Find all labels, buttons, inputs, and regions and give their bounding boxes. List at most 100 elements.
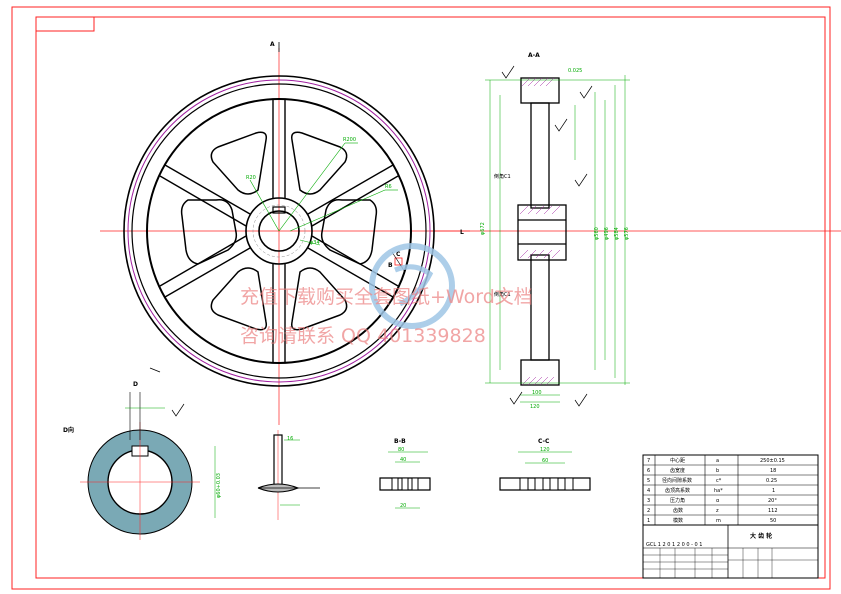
dim-tol-top: 0.025 — [568, 68, 582, 74]
hub-outer — [245, 197, 313, 265]
svg-text:7: 7 — [647, 458, 650, 464]
dim-hole-r: R20 — [246, 175, 256, 181]
svg-text:a: a — [716, 458, 719, 464]
outer-rim — [123, 75, 435, 387]
svg-text:1: 1 — [647, 518, 650, 524]
lightening-holes — [180, 131, 378, 331]
param-row-6: 6 齿宽度 b 18 — [647, 467, 776, 474]
bottom-arrow — [149, 367, 161, 373]
svg-text:0.25: 0.25 — [766, 478, 777, 484]
dim-od: φ672 — [480, 222, 486, 235]
svg-text:z: z — [716, 508, 719, 514]
param-table: 7 中心距 a 250±0.15 6 齿宽度 b 18 5 径向间隙系数 c* … — [642, 454, 819, 526]
spoke-section: 16 — [257, 430, 320, 520]
hub-bore — [258, 210, 300, 252]
param-row-2: 2 齿数 z 112 — [647, 507, 778, 514]
svg-text:ha*: ha* — [714, 488, 723, 494]
outer-border — [11, 6, 831, 590]
pitch-circle — [127, 79, 431, 383]
svg-text:5: 5 — [647, 478, 650, 484]
svg-text:18: 18 — [770, 468, 776, 474]
section-view-aa: A-A — [480, 52, 630, 410]
keyway — [272, 206, 286, 214]
dim-rim-r: R6 — [385, 184, 392, 190]
leaders — [249, 142, 398, 246]
dim-bb-1: 80 — [398, 447, 404, 453]
front-marker: A — [270, 41, 275, 48]
detail-d-label: D向 — [63, 426, 74, 434]
label-c: C — [396, 251, 401, 258]
svg-text:6: 6 — [647, 468, 650, 474]
param-row-3: 3 压力角 α 20° — [647, 497, 777, 504]
svg-text:m: m — [716, 518, 721, 524]
hub-chamfer — [252, 204, 306, 258]
svg-text:250±0.15: 250±0.15 — [760, 458, 785, 464]
svg-text:齿宽度: 齿宽度 — [670, 467, 685, 474]
param-row-4: 4 齿顶高系数 ha* 1 — [647, 487, 775, 494]
svg-text:中心距: 中心距 — [670, 457, 685, 464]
section-cc-label: C-C — [538, 438, 550, 445]
inner-border — [35, 16, 826, 579]
watermark-line2: 咨询请联系 QQ 401339828 — [240, 325, 486, 347]
rim-top — [520, 77, 560, 104]
section-bb-label: B-B — [394, 438, 406, 445]
rim-bottom — [520, 359, 560, 386]
dim-spoke-r: R200 — [343, 137, 356, 143]
svg-text:径向间隙系数: 径向间隙系数 — [662, 477, 692, 484]
dim-bb-3: 20 — [400, 503, 406, 509]
section-bb: B-B 80 40 20 — [379, 438, 431, 509]
d-arrow-label: D — [133, 381, 138, 388]
corner-box — [35, 16, 95, 32]
dim-hub-w: 120 — [530, 404, 540, 410]
svg-text:20°: 20° — [768, 498, 777, 504]
section-cc: C-C 120 60 — [499, 438, 591, 491]
label-l: L — [460, 229, 464, 236]
param-row-7: 7 中心距 a 250±0.15 — [647, 457, 785, 464]
watermark-line1: 充值下载购买全套图纸+Word文档 — [240, 286, 533, 308]
svg-text:2: 2 — [647, 508, 650, 514]
svg-text:50: 50 — [770, 518, 776, 524]
dim-cc-1: 120 — [540, 447, 550, 453]
watermark: 充值下载购买全套图纸+Word文档 咨询请联系 QQ 401339828 — [240, 243, 533, 347]
dim-spoke-t: 16 — [287, 436, 293, 442]
spokes — [159, 99, 399, 363]
svg-text:c*: c* — [716, 478, 722, 484]
dim-hd: φ584 — [614, 227, 620, 240]
svg-text:3: 3 — [647, 498, 650, 504]
title-block: 大 齿 轮 GCL 1 2 0 1 2 0 0 - 0 1 — [642, 524, 819, 579]
section-aa-label: A-A — [528, 52, 540, 59]
note-a: 倒角C1 — [494, 173, 511, 180]
detail-d-view: D向 φ60+0.03 D — [63, 381, 222, 540]
drawing-no: GCL 1 2 0 1 2 0 0 - 0 1 — [646, 542, 702, 548]
part-name: 大 齿 轮 — [750, 532, 772, 540]
dim-cc-2: 60 — [542, 458, 548, 464]
svg-text:齿顶高系数: 齿顶高系数 — [665, 487, 690, 494]
web-top — [530, 102, 550, 209]
svg-text:压力角: 压力角 — [670, 497, 685, 504]
svg-text:b: b — [716, 468, 719, 474]
note-b: 倒角C1 — [494, 291, 511, 298]
aa-dims — [485, 75, 630, 403]
dim-hub: φ34 — [310, 240, 320, 246]
param-row-1: 1 模数 m 50 — [647, 517, 776, 524]
label-b: B — [388, 262, 393, 269]
svg-text:模数: 模数 — [673, 517, 683, 524]
svg-text:1: 1 — [772, 488, 775, 494]
watermark-logo — [369, 243, 455, 329]
dim-pd: φ560 — [594, 227, 600, 240]
web-bottom — [530, 254, 550, 361]
param-row-5: 5 径向间隙系数 c* 0.25 — [647, 477, 777, 484]
dim-width: 100 — [532, 390, 542, 396]
dim-bb-2: 40 — [400, 457, 406, 463]
dim-td: φ576 — [624, 227, 630, 240]
front-view: R200 R20 R6 φ34 A B C L — [100, 41, 841, 425]
root-circle — [131, 83, 427, 379]
svg-text:4: 4 — [647, 488, 650, 494]
svg-text:齿数: 齿数 — [673, 507, 683, 514]
svg-text:α: α — [716, 498, 720, 504]
rim-inner — [146, 98, 412, 364]
dim-d-key: φ60+0.03 — [216, 473, 222, 498]
hub-section — [517, 204, 567, 261]
detail-mark-box — [394, 257, 403, 266]
